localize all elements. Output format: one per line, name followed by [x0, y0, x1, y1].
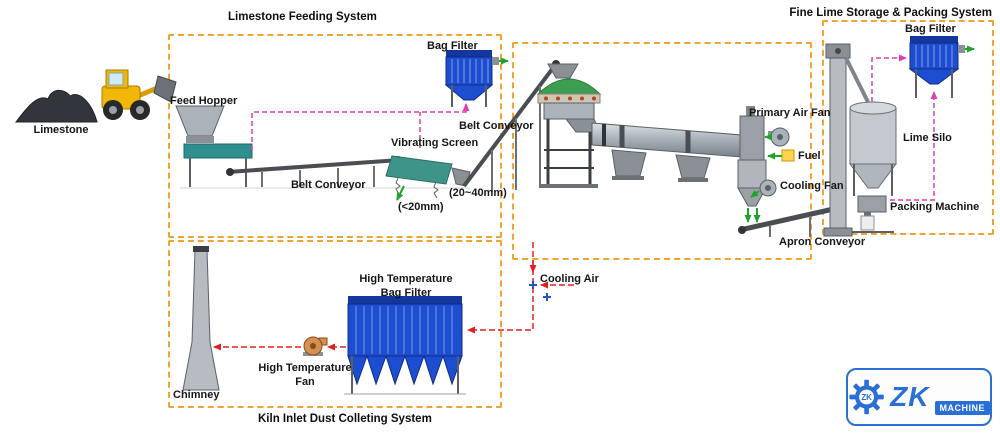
- label-high-temp-bag-filter-line1: High Temperature: [359, 273, 453, 285]
- fuel-tank: [781, 149, 795, 162]
- label-belt-conveyor-a: Belt Conveyor: [291, 179, 366, 191]
- label-cooling-air: Cooling Air: [540, 273, 599, 285]
- label-limestone: Limestone: [33, 124, 89, 136]
- label-oversize: (20~40mm): [449, 187, 507, 199]
- label-lime-silo: Lime Silo: [903, 132, 952, 144]
- label-vibrating-screen: Vibrating Screen: [391, 137, 479, 149]
- lime-silo-machine: [849, 101, 897, 196]
- bucket-elevator-machine: [823, 43, 870, 237]
- feed-hopper-machine: [175, 105, 253, 187]
- chimney-machine: [182, 246, 220, 391]
- zk-machine-logo: ZK ZK MACHINE: [846, 368, 992, 426]
- label-bag-filter-b: Bag Filter: [905, 23, 956, 35]
- logo-suffix-text: MACHINE: [934, 401, 990, 415]
- label-bag-filter-a: Bag Filter: [427, 40, 478, 52]
- cooling-air-valve-symbols: [529, 281, 551, 301]
- bag-filter-b-machine: [908, 36, 965, 98]
- label-feed-hopper: Feed Hopper: [170, 95, 238, 107]
- gear-icon: ZK: [849, 379, 884, 415]
- dust-collection-ducts: [251, 54, 938, 201]
- label-high-temp-fan-line2: Fan: [295, 376, 315, 388]
- label-apron-conveyor: Apron Conveyor: [779, 236, 866, 248]
- label-belt-conveyor-b: Belt Conveyor: [459, 120, 534, 132]
- zone-fine-lime-storage-packing: [822, 20, 994, 235]
- packing-machine-unit: [852, 195, 894, 233]
- label-packing-machine: Packing Machine: [890, 201, 980, 213]
- label-chimney: Chimney: [173, 389, 220, 401]
- high-temp-fan-machine: [303, 336, 328, 356]
- material-flow-arrows: [396, 45, 975, 223]
- zone-kiln-inlet-dust-collecting: [168, 240, 502, 408]
- kiln-hood-cooler: [737, 106, 767, 207]
- cooling-fan-machine: [759, 179, 777, 197]
- label-primary-air-fan: Primary Air Fan: [749, 107, 831, 119]
- label-fuel: Fuel: [798, 150, 821, 162]
- label-cooling-fan: Cooling Fan: [780, 180, 844, 192]
- section-title-kiln-inlet: Kiln Inlet Dust Colleting System: [258, 413, 432, 425]
- rotary-kiln-machine: [591, 122, 743, 182]
- label-high-temp-bag-filter-line2: Bag Filter: [380, 287, 432, 299]
- section-title-limestone-feeding: Limestone Feeding System: [228, 11, 377, 23]
- flue-gas-ducts: [213, 242, 574, 351]
- gear-monogram: ZK: [861, 393, 872, 402]
- preheater-machine: [536, 78, 602, 188]
- logo-brand-text: ZK: [890, 381, 930, 412]
- bag-filter-a-machine: [444, 50, 499, 107]
- label-undersize: (<20mm): [398, 201, 444, 213]
- section-title-fine-lime: Fine Lime Storage & Packing System: [789, 7, 992, 19]
- wheel-loader: [101, 69, 177, 120]
- label-high-temp-fan-line1: High Temperature: [258, 362, 352, 374]
- high-temp-bag-filter-machine: [344, 296, 466, 395]
- zone-kiln-system: [512, 42, 812, 260]
- limestone-pile: [14, 89, 98, 123]
